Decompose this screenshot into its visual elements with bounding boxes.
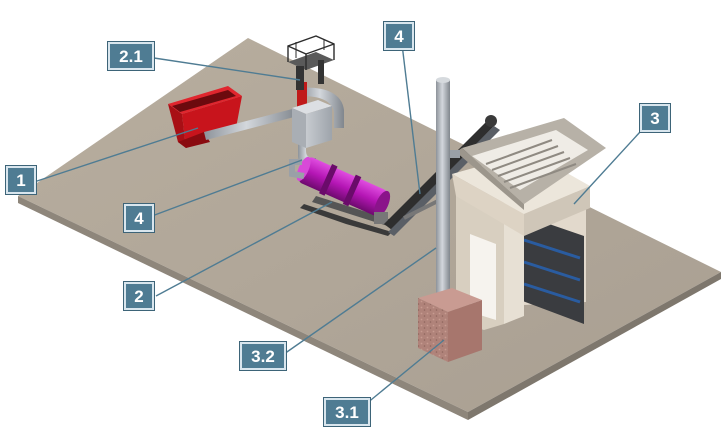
callout-2: 2	[124, 282, 154, 310]
callout-4-bottom: 4	[124, 204, 154, 232]
top-platform	[287, 35, 335, 90]
stack-base	[418, 288, 482, 362]
callout-4-top: 4	[384, 22, 414, 50]
leader-lines	[33, 43, 641, 405]
cyclone-box	[292, 100, 332, 148]
chimney-stack	[436, 77, 460, 306]
callout-2-1: 2.1	[108, 42, 154, 70]
callout-3-2: 3.2	[240, 342, 286, 370]
feed-conveyor	[204, 108, 298, 140]
feed-hopper	[168, 86, 242, 148]
callout-1: 1	[6, 166, 36, 194]
callout-3-1: 3.1	[324, 398, 370, 426]
callout-3: 3	[640, 104, 670, 132]
rotary-dryer	[289, 156, 398, 236]
